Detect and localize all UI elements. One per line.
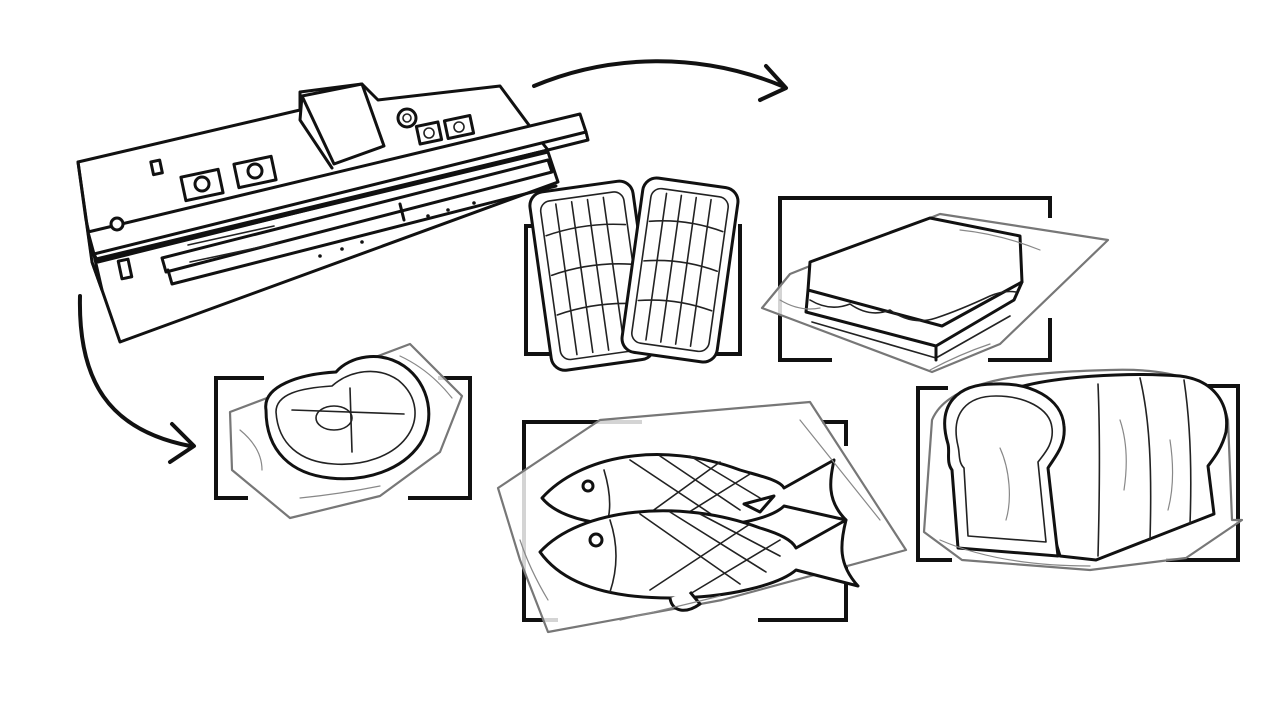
arrow-down-icon <box>77 294 196 464</box>
bread-icon <box>916 368 1244 572</box>
vacuum-sealer-icon <box>76 82 590 344</box>
sandwich-icon <box>760 196 1110 374</box>
fish-icon <box>496 400 908 634</box>
arrow-right-icon <box>532 59 788 102</box>
steak-icon <box>214 342 472 520</box>
tray-icon <box>524 176 742 372</box>
